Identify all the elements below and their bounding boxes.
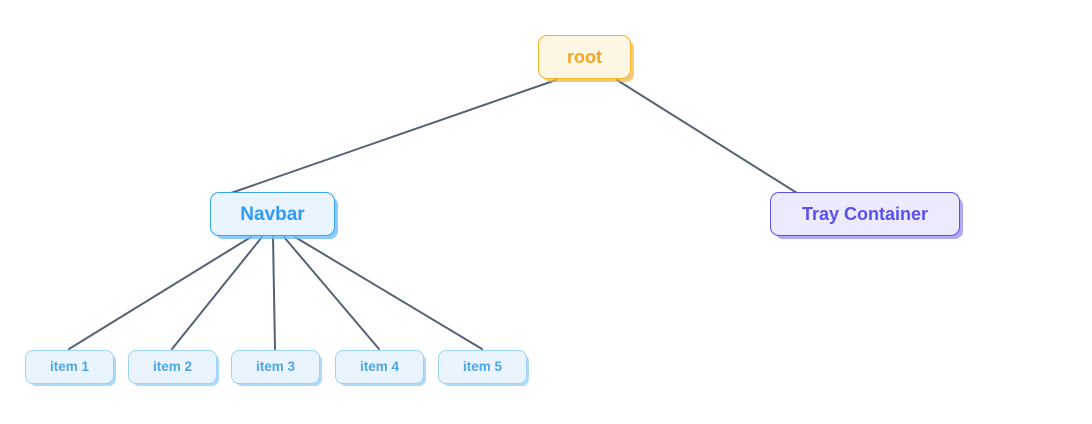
node-item-3[interactable]: item 3: [231, 350, 320, 384]
node-item-3-label: item 3: [255, 359, 296, 375]
node-item-4[interactable]: item 4: [335, 350, 424, 384]
node-tray-container-label: Tray Container: [801, 204, 929, 224]
edge-navbar-item2: [171, 236, 263, 350]
node-item-4-label: item 4: [359, 359, 400, 375]
edge-root-tray: [616, 79, 798, 194]
edge-line: [294, 236, 483, 350]
node-item-5-label: item 5: [462, 359, 503, 375]
edge-line: [68, 236, 252, 350]
node-navbar-label: Navbar: [240, 203, 305, 225]
node-item-2[interactable]: item 2: [128, 350, 217, 384]
node-root[interactable]: root: [538, 35, 631, 79]
edge-line: [272, 236, 276, 350]
node-item-1[interactable]: item 1: [25, 350, 114, 384]
edge-line: [283, 236, 380, 350]
edge-root-navbar: [230, 79, 557, 194]
edge-line: [616, 79, 798, 194]
edge-navbar-item5: [294, 236, 483, 350]
node-root-label: root: [567, 47, 602, 67]
node-item-5[interactable]: item 5: [438, 350, 527, 384]
edge-line: [171, 236, 263, 350]
edge-line: [230, 79, 557, 194]
node-item-2-label: item 2: [152, 359, 193, 375]
node-tray-container[interactable]: Tray Container: [770, 192, 960, 236]
node-navbar[interactable]: Navbar: [210, 192, 335, 236]
node-item-1-label: item 1: [49, 359, 90, 375]
edge-navbar-item1: [68, 236, 252, 350]
edge-navbar-item4: [283, 236, 380, 350]
edge-navbar-item3: [272, 236, 276, 350]
